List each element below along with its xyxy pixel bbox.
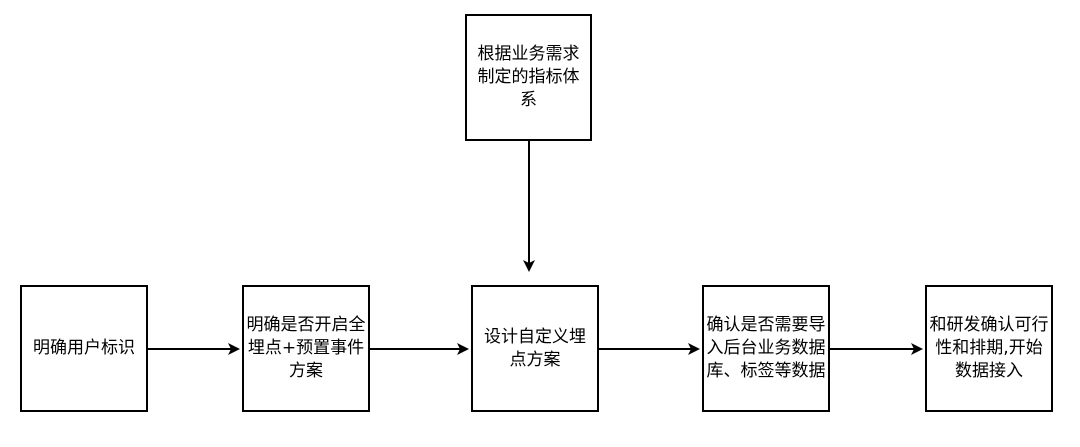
node-full-tracking: 明确是否开启全埋点+预置事件方案 <box>242 285 370 412</box>
node-label-indicator-system: 根据业务需求制定的指标体系 <box>477 44 580 110</box>
node-custom-tracking: 设计自定义埋点方案 <box>471 285 599 412</box>
node-import-data: 确认是否需要导入后台业务数据库、标签等数据 <box>702 285 830 412</box>
node-label-full-tracking: 明确是否开启全埋点+预置事件方案 <box>246 315 366 381</box>
node-label-custom-tracking: 设计自定义埋点方案 <box>484 326 586 370</box>
node-label-import-data: 确认是否需要导入后台业务数据库、标签等数据 <box>706 315 826 381</box>
node-label-user-identity: 明确用户标识 <box>33 338 135 358</box>
node-confirm-feasibility: 和研发确认可行性和排期,开始数据接入 <box>925 285 1053 412</box>
node-user-identity: 明确用户标识 <box>20 285 148 412</box>
node-indicator-system: 根据业务需求制定的指标体系 <box>465 14 592 141</box>
node-label-confirm-feasibility: 和研发确认可行性和排期,开始数据接入 <box>929 315 1049 381</box>
